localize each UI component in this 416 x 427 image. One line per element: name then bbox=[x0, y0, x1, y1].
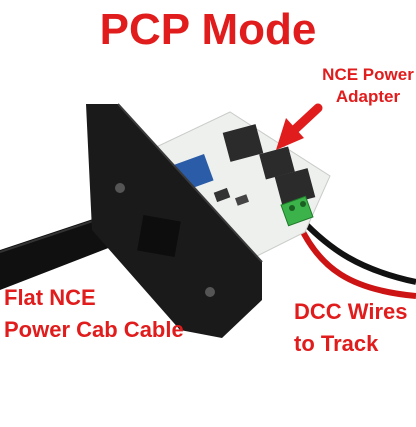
label-power-adapter: NCE Power Adapter bbox=[318, 64, 416, 108]
dcc-wires bbox=[297, 215, 416, 299]
label-cab-cable: Flat NCE Power Cab Cable bbox=[4, 282, 184, 346]
label-cab-cable-line-1: Flat NCE bbox=[4, 285, 96, 310]
label-dcc-wires-line-2: to Track bbox=[294, 331, 379, 356]
rj-jack-1 bbox=[222, 124, 264, 162]
page-title: PCP Mode bbox=[99, 5, 317, 54]
panel-screw-bottom bbox=[205, 287, 215, 297]
label-dcc-wires-line-1: DCC Wires bbox=[294, 299, 408, 324]
label-cab-cable-line-2: Power Cab Cable bbox=[4, 317, 184, 342]
label-power-adapter-line-2: Adapter bbox=[335, 87, 401, 106]
arrow-icon bbox=[276, 103, 323, 150]
panel-screw-top bbox=[115, 183, 125, 193]
label-power-adapter-line-1: NCE Power bbox=[322, 65, 414, 84]
rj-jack-2 bbox=[259, 146, 295, 180]
label-dcc-wires: DCC Wires to Track bbox=[294, 296, 408, 360]
circuit-board bbox=[149, 111, 331, 263]
mounting-panel bbox=[86, 103, 263, 338]
